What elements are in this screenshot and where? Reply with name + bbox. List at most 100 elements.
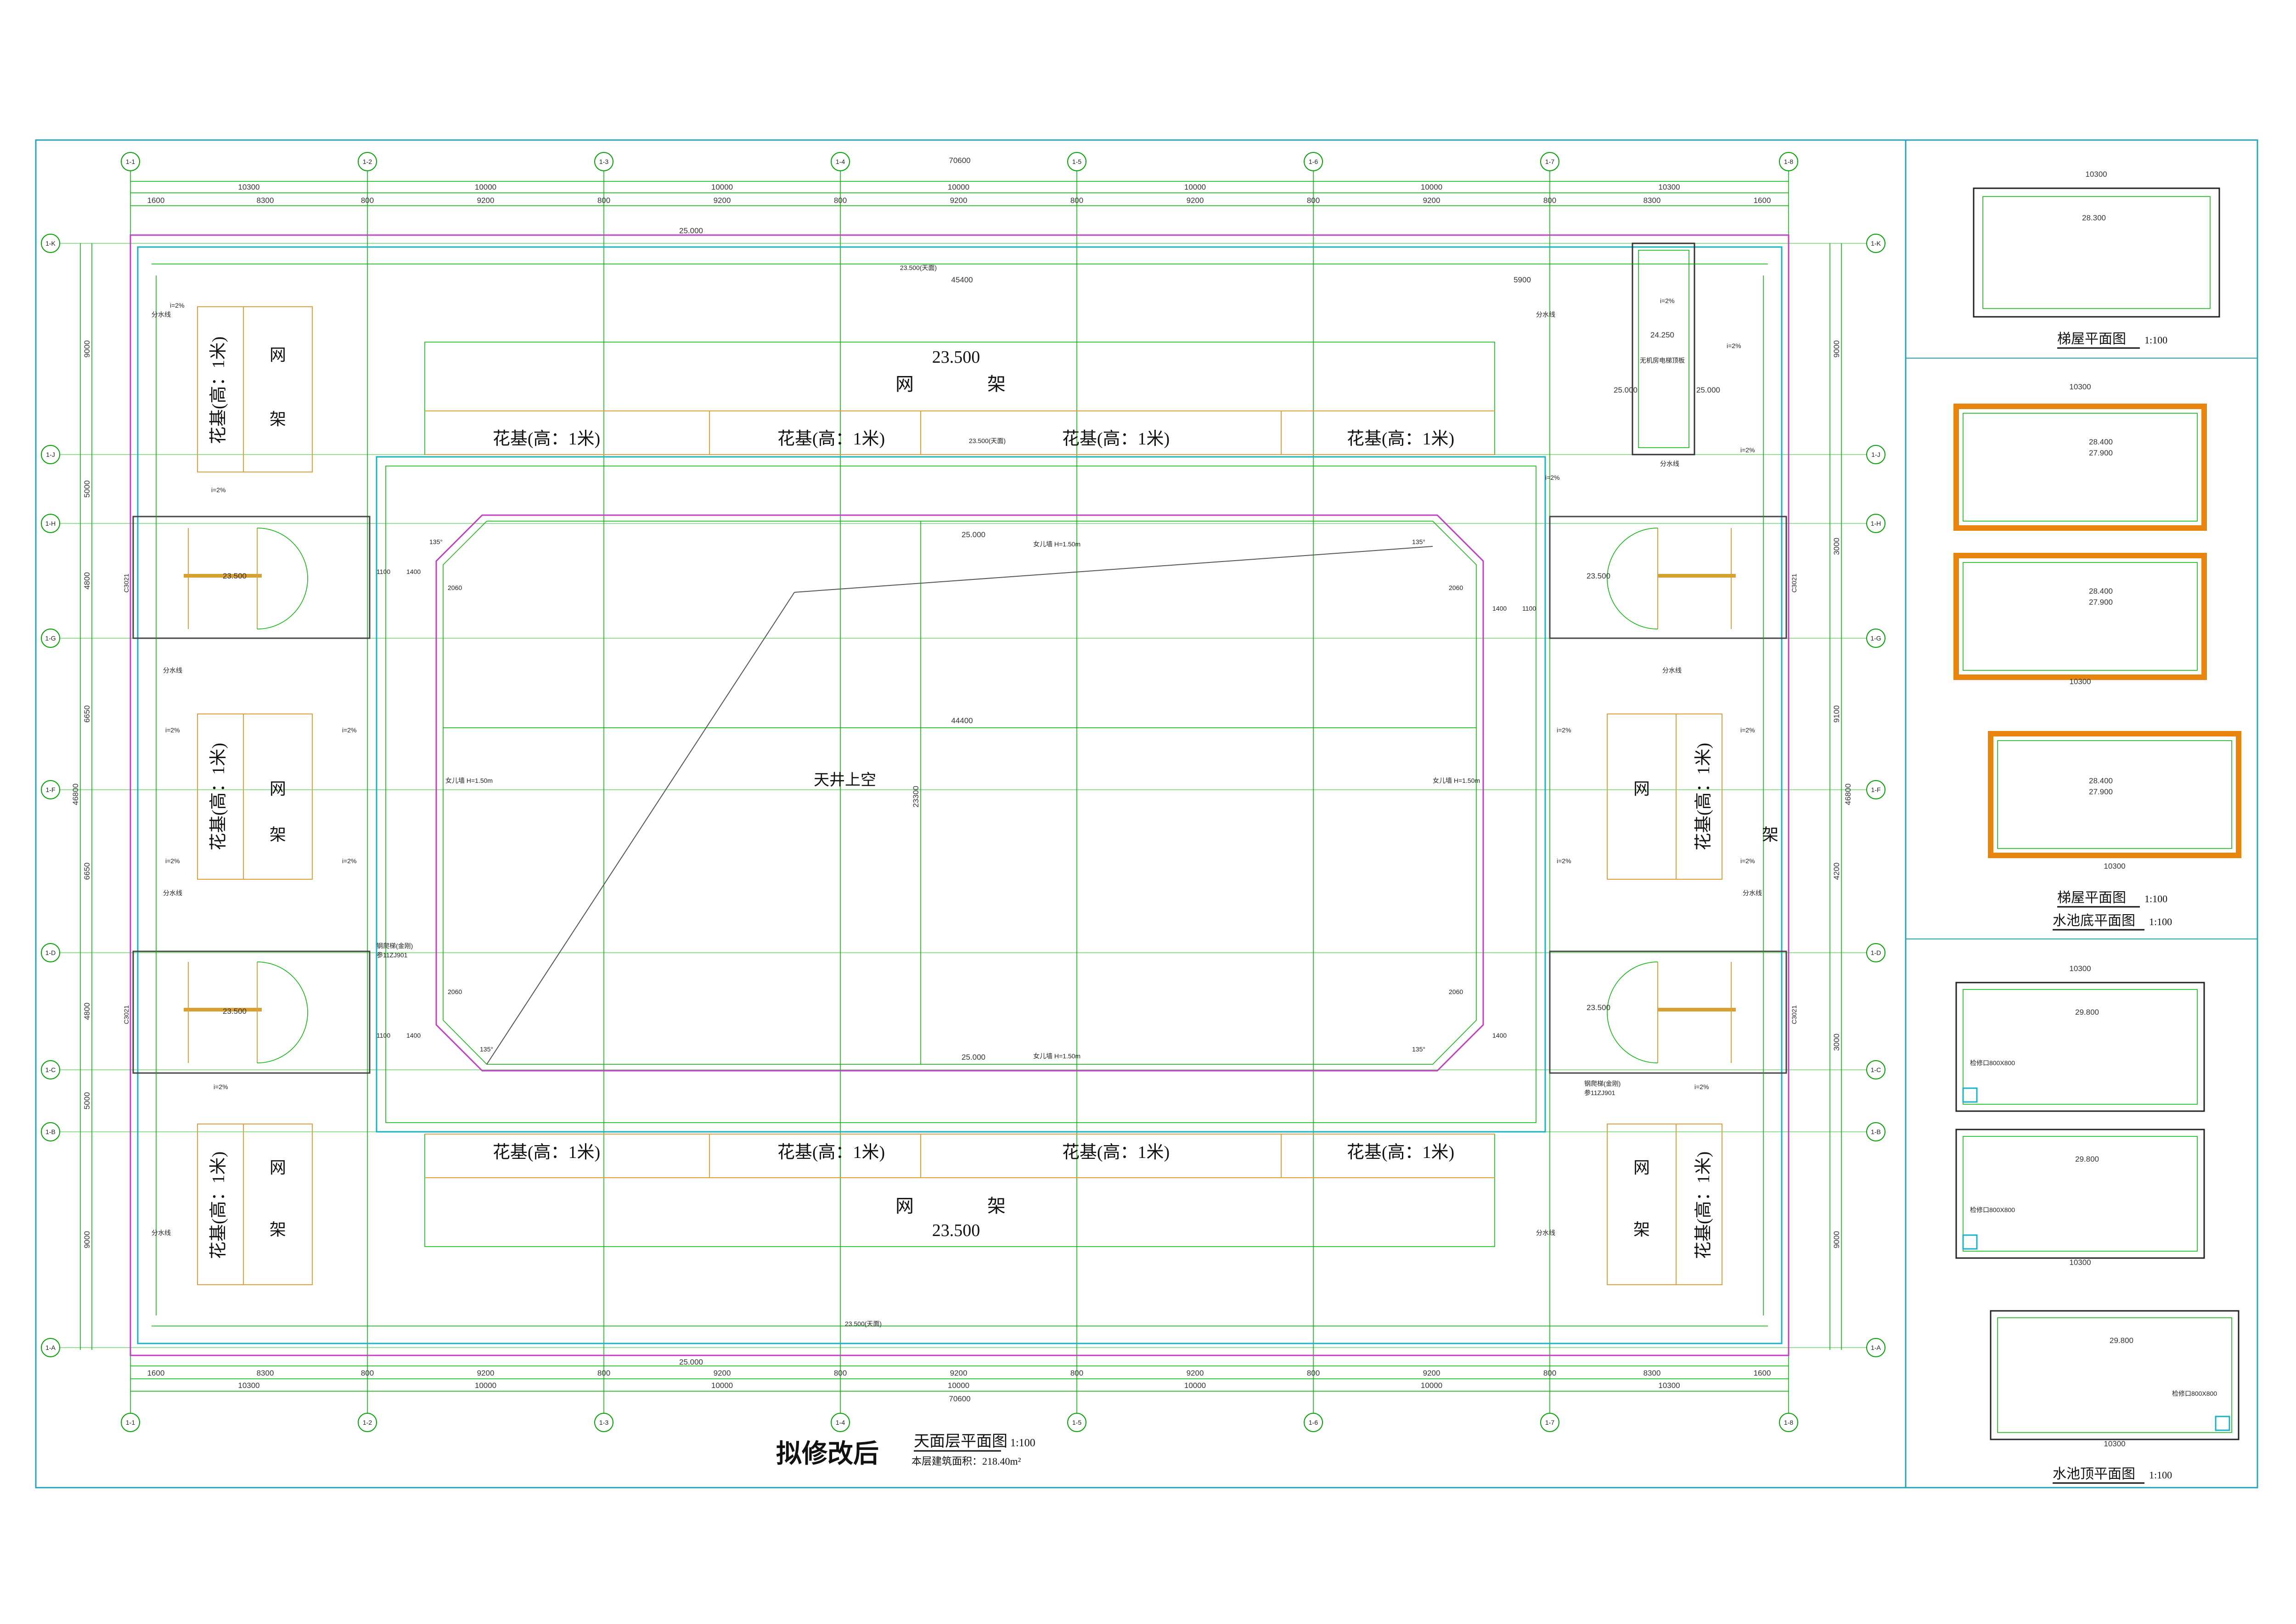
axis-bubble-1-3-bottom: 1-3	[594, 1413, 613, 1432]
dim-total-top: 70600	[949, 156, 970, 165]
side-plan-stair-room: 10300 28.300 梯屋平面图 1:100	[1973, 170, 2220, 349]
slope-10: i=2%	[1660, 297, 1675, 304]
axis-bubble-1-D-left: 1-D	[41, 943, 60, 962]
dim-sub-bottom-2: 800	[361, 1369, 374, 1377]
dim-right-seg-4: 3000	[1832, 1034, 1841, 1051]
axis-bubble-1-K-left: 1-K	[41, 234, 60, 253]
dim-sub-top-13: 8300	[1643, 196, 1661, 205]
planter-left-bottom	[197, 1124, 313, 1285]
dim-bay-top-2: 10000	[711, 183, 733, 191]
pool-1	[1953, 404, 2207, 531]
ceiling-elev-mid: 23.500(天面)	[969, 437, 1006, 444]
axis-bubble-1-K-right: 1-K	[1866, 234, 1885, 253]
dim-1400-rb: 1400	[1492, 1032, 1507, 1039]
net-frame-top-1: 网	[895, 374, 914, 394]
dim-bay-bottom-1: 10000	[475, 1381, 496, 1390]
dim-sub-bottom-1: 8300	[257, 1369, 274, 1377]
slope-1: i=2%	[211, 486, 226, 494]
stair-core-left-bottom	[132, 950, 371, 1074]
dim-sub-top-1: 8300	[257, 196, 274, 205]
parapet-bottom: 女儿墙 H=1.50m	[1033, 1052, 1080, 1060]
axis-bubble-1-H-right: 1-H	[1866, 514, 1885, 533]
dim-1100-lt: 1100	[377, 568, 390, 575]
planter-right-mid-label: 花基(高：1米)	[1694, 743, 1713, 850]
slope-8: i=2%	[1727, 342, 1741, 349]
drain-5: 分水线	[1536, 311, 1555, 318]
planter-left-bottom-label: 花基(高：1米)	[209, 1152, 228, 1259]
dim-left-seg-2: 4800	[83, 572, 91, 590]
dim-sub-bottom-3: 9200	[477, 1369, 495, 1377]
floor-area-note: 本层建筑面积：218.40m²	[912, 1455, 1021, 1467]
svg-text:1-8: 1-8	[1784, 158, 1793, 165]
ladder-left: 钢爬梯(金刚)	[377, 942, 413, 950]
elev-roof-bottom: 25.000	[679, 1358, 703, 1366]
dim-sub-bottom-9: 9200	[1187, 1369, 1204, 1377]
svg-text:检修口800X800: 检修口800X800	[1970, 1059, 2015, 1067]
window-c3021-lt: C3021	[123, 573, 130, 592]
dim-bay-top-3: 10000	[948, 183, 969, 191]
stair-elev-lb: 23.500	[223, 1007, 247, 1016]
svg-text:1-3: 1-3	[599, 1419, 608, 1426]
planter-top-4: 花基(高：1米)	[1347, 429, 1454, 449]
window-c3021-rt: C3021	[1790, 573, 1798, 592]
planter-bottom-3: 花基(高：1米)	[1062, 1143, 1170, 1162]
slope-15: i=2%	[1694, 1083, 1709, 1090]
angle-135-tr: 135°	[1412, 538, 1425, 545]
slope-14: i=2%	[1740, 857, 1755, 865]
svg-text:1-3: 1-3	[599, 158, 608, 165]
elev-roof-top: 25.000	[679, 226, 703, 235]
svg-text:1-A: 1-A	[1871, 1344, 1881, 1351]
slope-7: i=2%	[214, 1083, 228, 1090]
axis-bubble-1-F-right: 1-F	[1866, 780, 1885, 799]
stair-core-left-top	[132, 516, 371, 639]
svg-text:10300: 10300	[2069, 677, 2091, 686]
axis-bubble-1-7-bottom: 1-7	[1540, 1413, 1559, 1432]
dim-sub-bottom-12: 800	[1543, 1369, 1556, 1377]
dim-sub-top-11: 9200	[1423, 196, 1441, 205]
dim-sub-top-8: 800	[1070, 196, 1083, 205]
planter-right-bottom-label: 花基(高：1米)	[1694, 1152, 1713, 1259]
side-plan-1-title: 梯屋平面图	[2057, 332, 2126, 347]
net-right-mid-2: 架	[1762, 826, 1778, 844]
planter-left-middle	[197, 714, 313, 880]
net-frame-top-2: 架	[987, 374, 1006, 394]
dim-bay-top-0: 10300	[238, 183, 259, 191]
slope-13: i=2%	[1557, 857, 1571, 865]
svg-text:27.900: 27.900	[2089, 449, 2113, 457]
dim-right-seg-3: 4200	[1832, 863, 1841, 880]
stair-elev-rb: 23.500	[1587, 1003, 1610, 1012]
window-c3021-lb: C3021	[123, 1005, 130, 1024]
stair-elev-lt: 23.500	[223, 572, 247, 580]
dim-bay-top-4: 10000	[1184, 183, 1206, 191]
drain-9: 分水线	[1660, 460, 1679, 467]
planter-left-top-label: 花基(高：1米)	[209, 337, 228, 444]
net-left-top-2: 架	[270, 410, 286, 428]
main-title-block: 拟修改后 天面层平面图 1:100 本层建筑面积：218.40m²	[776, 1433, 1035, 1468]
axis-bubble-1-J-left: 1-J	[41, 445, 60, 464]
planter-bottom-4: 花基(高：1米)	[1347, 1143, 1454, 1162]
sheet-frame	[35, 139, 2258, 1489]
span-5900: 5900	[1514, 275, 1531, 284]
dimension-text: 1030010300100001000010000100001000010000…	[71, 183, 1852, 1390]
dim-right-seg-1: 3000	[1832, 538, 1841, 555]
stair-core-right-bottom	[1549, 950, 1787, 1074]
net-right-bottom-2: 架	[1633, 1220, 1650, 1239]
axis-bubble-1-C-left: 1-C	[41, 1060, 60, 1079]
net-left-mid-1: 网	[270, 780, 286, 798]
axis-bubble-1-3-top: 1-3	[594, 152, 613, 171]
dim-sub-top-14: 1600	[1754, 196, 1771, 205]
dim-sub-top-12: 800	[1543, 196, 1556, 205]
dim-1100-lb: 1100	[377, 1032, 390, 1039]
drain-1: 分水线	[152, 311, 171, 318]
dim-right-seg-2: 9100	[1832, 705, 1841, 723]
axis-bubble-1-1-top: 1-1	[121, 152, 140, 171]
dim-left-seg-0: 9000	[83, 340, 91, 358]
planter-right-bottom	[1607, 1124, 1722, 1285]
slope-12: i=2%	[1740, 726, 1755, 734]
svg-text:27.900: 27.900	[2089, 787, 2113, 796]
drain-7: 分水线	[1743, 889, 1762, 897]
parapet-outer	[137, 246, 1783, 1344]
dim-2060-tr: 2060	[1449, 584, 1463, 591]
planter-top-3: 花基(高：1米)	[1062, 429, 1170, 449]
dim-sub-bottom-11: 9200	[1423, 1369, 1441, 1377]
